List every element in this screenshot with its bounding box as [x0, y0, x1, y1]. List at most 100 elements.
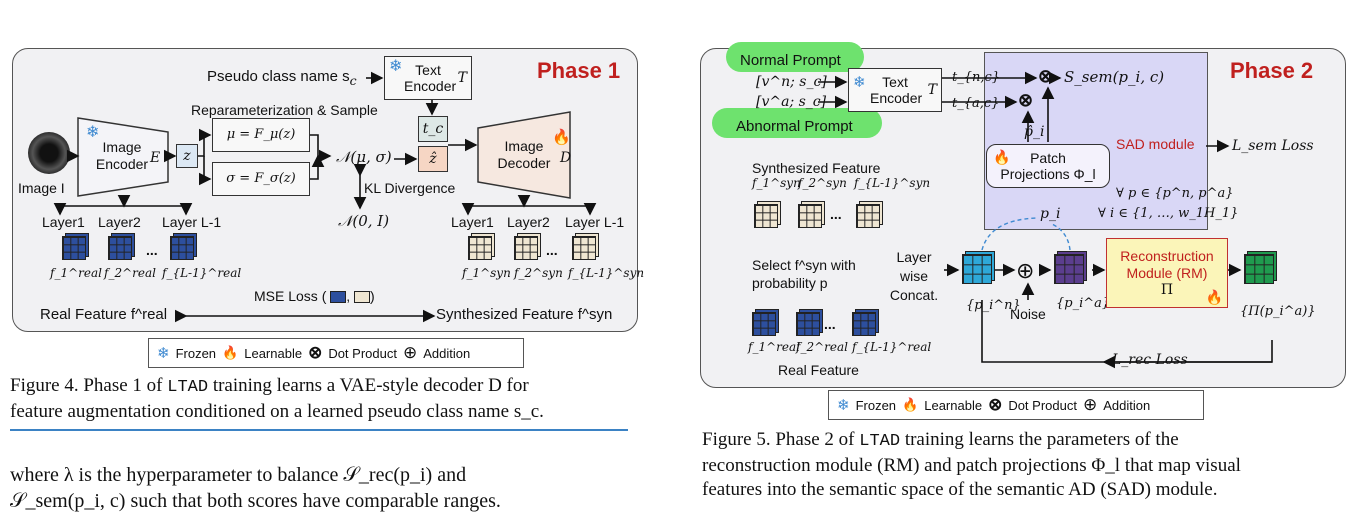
- syn-feature-grid: [514, 236, 538, 260]
- text-encoder-label-2: Text Encoder: [870, 74, 923, 106]
- vn-label: [v^n; s_c]: [756, 74, 827, 90]
- zhat-box: ẑ: [418, 146, 448, 172]
- image-encoder-symbol: E: [150, 150, 161, 166]
- rm-symbol: Π: [1160, 282, 1174, 298]
- pi-label: p_i: [1040, 206, 1061, 222]
- text-encoder-symbol-2: T: [927, 82, 937, 98]
- body-paragraph: where λ is the hyperparameter to balance…: [10, 464, 501, 512]
- real-feature-grid: [852, 312, 876, 336]
- flame-icon: 🔥: [993, 149, 1011, 165]
- legend-dot-product: Dot Product: [328, 345, 397, 361]
- dot-product-icon: ⊗: [1018, 90, 1034, 110]
- syn-feature-label-2: Synthesized Feature: [752, 160, 881, 176]
- real-feat-3: f_{L-1}^real: [162, 266, 242, 280]
- syn-feature-grid: [572, 236, 596, 260]
- addition-icon: ⊕: [402, 343, 418, 362]
- syn-feat-2: f_2^syn: [514, 266, 563, 280]
- legend-learnable: Learnable: [244, 345, 303, 361]
- dots: ...: [824, 316, 836, 332]
- real-feature-grid: [108, 236, 132, 260]
- dot-product-icon: ⊗: [1038, 66, 1054, 86]
- rm-box: Reconstruction Module (RM) Π 🔥: [1106, 238, 1228, 308]
- syn-feature-grid: [798, 204, 822, 228]
- rm-label: Reconstruction Module (RM): [1120, 248, 1214, 281]
- tc-box: t_c: [418, 116, 448, 142]
- legend-phase1: ❄ Frozen 🔥 Learnable ⊗ Dot Product ⊕ Add…: [148, 338, 524, 368]
- ta-label: t_{a,c}: [952, 96, 1000, 111]
- real-feature-grid: [796, 312, 820, 336]
- layer-label-right-3: Layer L-1: [565, 214, 625, 230]
- flame-icon: 🔥: [1205, 289, 1223, 305]
- cream-swatch: [354, 291, 371, 304]
- snowflake-icon: ❄: [389, 58, 403, 75]
- snowflake-icon: ❄: [157, 345, 170, 362]
- input-image: [28, 132, 70, 174]
- addition-icon: ⊕: [1016, 258, 1035, 283]
- tc-label: t_c: [422, 121, 444, 137]
- syn-feature-label: Synthesized Feature f^syn: [436, 306, 613, 323]
- phat-label: p̂_i: [1024, 124, 1045, 140]
- sigma-box: σ = F_σ(z): [212, 162, 310, 196]
- caption-rule: [10, 429, 628, 431]
- dots: ...: [546, 242, 558, 258]
- pa-label: {p_i^a}: [1056, 296, 1111, 311]
- real-feature-grid: [170, 236, 194, 260]
- mse-loss-label: MSE Loss ( , ): [254, 288, 375, 304]
- normal-dist-label: 𝒩(μ, σ): [336, 148, 392, 166]
- legend-frozen-2: Frozen: [855, 397, 897, 413]
- kl-label: KL Divergence: [364, 180, 456, 196]
- z-box: z: [176, 144, 198, 168]
- normal-patch-grid: [962, 254, 992, 284]
- real-feature-label: Real Feature f^real: [40, 306, 168, 323]
- flame-icon: 🔥: [222, 345, 239, 360]
- abnormal-prompt: Abnormal Prompt: [736, 118, 853, 135]
- legend-dot-product-2: Dot Product: [1008, 397, 1077, 413]
- reparam-label: Reparameterization & Sample: [191, 102, 378, 118]
- layerwise-label: Layer wise Concat.: [889, 249, 939, 303]
- phase2-title: Phase 2: [1230, 58, 1314, 83]
- flame-icon: 🔥: [552, 129, 571, 146]
- legend-frozen: Frozen: [175, 345, 217, 361]
- syn-feat-3: f_{L-1}^syn: [568, 266, 645, 280]
- syn-feat-1: f_1^syn: [462, 266, 511, 280]
- snowflake-icon: ❄: [853, 74, 866, 91]
- select-label: Select f^syn with probability p: [752, 257, 856, 291]
- flame-icon: 🔥: [902, 397, 919, 412]
- sad-module-label: SAD module: [1116, 136, 1195, 152]
- snowflake-icon: ❄: [86, 124, 100, 141]
- mu-box: μ = F_μ(z): [212, 118, 310, 152]
- layer-label-left-2: Layer2: [98, 214, 141, 230]
- text-encoder-box-2: ❄ Text Encoder T: [848, 68, 942, 112]
- text-encoder-label: Text Encoder: [404, 62, 457, 94]
- normal-prompt: Normal Prompt: [740, 52, 841, 69]
- pseudo-class-label: Pseudo class name sc: [207, 68, 357, 88]
- image-encoder-label: Image Encoder: [95, 139, 149, 172]
- layer-label-right-2: Layer2: [507, 214, 550, 230]
- syn-feat-2-1: f_1^syn: [752, 176, 801, 190]
- addition-icon: ⊕: [1082, 395, 1098, 414]
- dots: ...: [146, 242, 158, 258]
- reconstructed-patch-grid: [1244, 254, 1274, 284]
- z-label: z: [183, 148, 191, 164]
- real-feature-grid: [62, 236, 86, 260]
- image-decoder-symbol: D: [560, 150, 572, 166]
- legend-phase2: ❄ Frozen 🔥 Learnable ⊗ Dot Product ⊕ Add…: [828, 390, 1204, 420]
- figure4-caption: Figure 4. Phase 1 of LTAD training learn…: [10, 375, 544, 422]
- syn-feature-grid: [856, 204, 880, 228]
- image-decoder-label: Image Decoder: [497, 138, 551, 171]
- real-feature-grid: [752, 312, 776, 336]
- prior-label: 𝒩(0, I): [338, 212, 390, 230]
- pi-out-label: {Π(p_i^a)}: [1240, 304, 1316, 319]
- legend-learnable-2: Learnable: [924, 397, 983, 413]
- syn-feat-2-2: f_2^syn: [798, 176, 847, 190]
- dot-product-icon: ⊗: [988, 395, 1003, 414]
- text-encoder-box: ❄ Text Encoder T: [384, 56, 472, 100]
- real-feature-label-2: Real Feature: [778, 362, 859, 378]
- syn-feature-grid: [754, 204, 778, 228]
- va-label: [v^a; s_c]: [756, 94, 827, 110]
- ssem-label: S_sem(p_i, c): [1064, 68, 1165, 86]
- legend-addition-2: Addition: [1103, 397, 1151, 413]
- zhat-label: ẑ: [429, 151, 437, 167]
- layer-label-left-3: Layer L-1: [162, 214, 222, 230]
- dots: ...: [830, 206, 842, 222]
